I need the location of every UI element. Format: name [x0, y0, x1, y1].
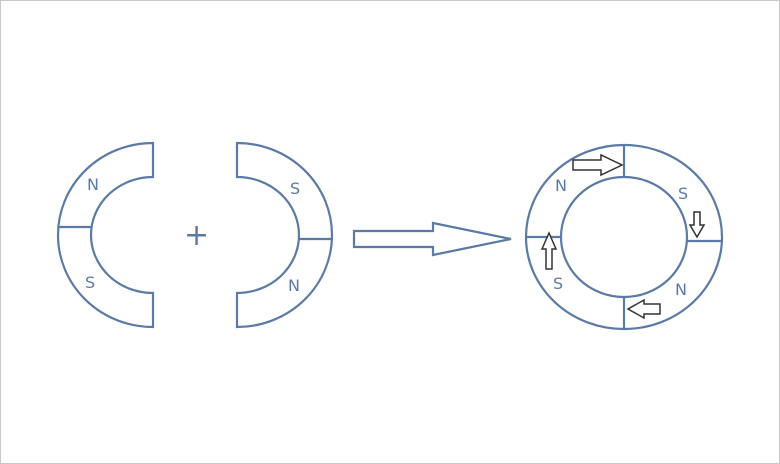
- arrow-left-icon: [626, 298, 661, 320]
- right-piece-bottom-label: N: [288, 276, 300, 295]
- left-half-ring-outline: [56, 141, 155, 329]
- ring-bottom-left-label: S: [553, 274, 563, 293]
- arrow-up-icon: [540, 231, 558, 270]
- assembled-ring: [524, 143, 724, 331]
- right-half-ring-outline: [235, 141, 334, 329]
- ring-top-left-label: N: [555, 176, 567, 195]
- right-piece-top-label: S: [290, 179, 300, 198]
- plus-sign: +: [184, 218, 209, 253]
- left-piece-top-label: N: [87, 175, 99, 194]
- left-piece-bottom-label: S: [85, 273, 95, 292]
- assembled-ring-inner: [559, 175, 689, 299]
- left-half-ring: [56, 141, 155, 329]
- ring-bottom-right-label: N: [675, 280, 687, 299]
- right-half-ring: [235, 141, 334, 329]
- arrow-down-icon: [688, 211, 706, 239]
- arrow-right-icon: [572, 153, 624, 177]
- ring-top-right-label: S: [678, 184, 688, 203]
- transform-arrow: [352, 221, 512, 257]
